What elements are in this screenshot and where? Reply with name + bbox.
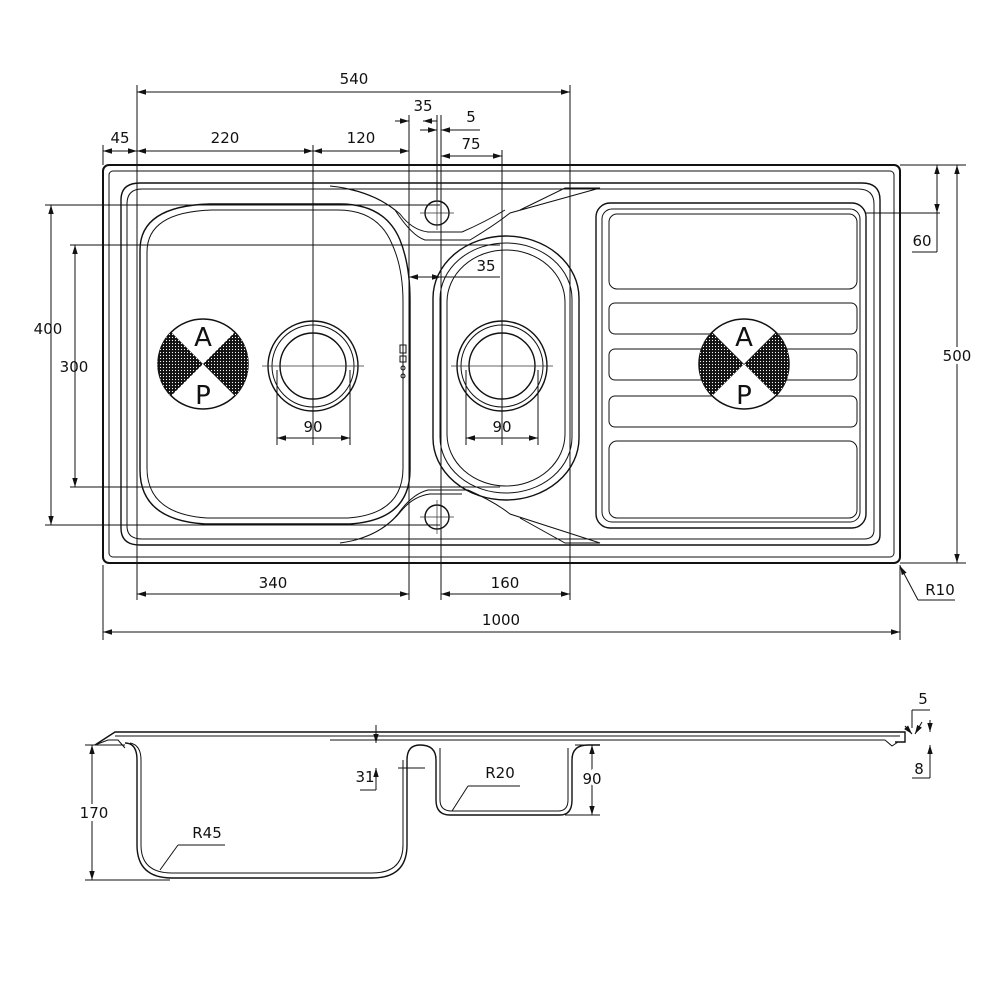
side-left-bowl bbox=[124, 742, 421, 879]
side-right-bowl-inner bbox=[439, 748, 569, 812]
dim-left-bowl-to-center: 220 bbox=[211, 129, 240, 147]
dim-right-bowl-radius: R20 bbox=[485, 764, 515, 782]
overflow-slot bbox=[399, 355, 407, 363]
side-rim-lip-right bbox=[884, 739, 899, 747]
side-right-bowl bbox=[419, 744, 600, 816]
dim-overall-height: 500 bbox=[943, 347, 972, 365]
top-view: A P A P bbox=[34, 70, 974, 640]
side-rim-lip bbox=[94, 739, 126, 749]
upper-rib-inner bbox=[347, 188, 506, 233]
right-bowl-basin bbox=[446, 249, 566, 487]
dim-rim-height: 8 bbox=[914, 760, 924, 778]
dim-right-bowl-depth: 90 bbox=[582, 770, 601, 788]
dim-left-bowl-depth: 170 bbox=[80, 804, 109, 822]
upper-rib bbox=[329, 185, 601, 241]
drainer-groove bbox=[608, 213, 858, 290]
ap-logo-letter-p: P bbox=[195, 381, 211, 411]
dim-overall-drain-width: 540 bbox=[340, 70, 369, 88]
dim-right-bowl-to-center: 75 bbox=[461, 135, 480, 153]
sink-rim bbox=[120, 182, 881, 546]
overflow-dot bbox=[400, 365, 406, 371]
ap-logo-right: A P bbox=[698, 318, 790, 411]
extension-lines bbox=[45, 85, 966, 640]
dim-overall-width: 1000 bbox=[482, 611, 520, 629]
ap-logo-letter-a: A bbox=[194, 323, 212, 353]
dim-left-center-to-edge: 120 bbox=[347, 129, 376, 147]
left-bowl-outline bbox=[139, 203, 411, 525]
ap-logo-letter-a: A bbox=[735, 323, 753, 353]
left-bowl-inner-outline bbox=[146, 209, 404, 519]
overflow-dot bbox=[400, 373, 406, 379]
dim-left-bowl-height: 400 bbox=[34, 320, 63, 338]
dimension-lines bbox=[48, 89, 960, 635]
ap-logo-left: A P bbox=[157, 318, 249, 411]
side-dimension-lines bbox=[85, 709, 933, 881]
right-bowl-outline bbox=[432, 235, 580, 501]
dim-edge-offset: 60 bbox=[912, 232, 931, 250]
sink-rim-inner bbox=[126, 188, 875, 540]
side-view: 170 R45 31 R20 90 5 8 bbox=[77, 690, 933, 881]
dim-left-bowl-radius: R45 bbox=[192, 824, 222, 842]
drainer-inner bbox=[601, 208, 861, 523]
dim-inner-gap: 35 bbox=[476, 257, 495, 275]
dim-right-bowl-width: 160 bbox=[491, 574, 520, 592]
dim-left-bowl-width: 340 bbox=[259, 574, 288, 592]
dim-tap-hole-offset: 35 bbox=[413, 97, 432, 115]
dim-step-depth: 31 bbox=[355, 768, 374, 786]
overflow-slot bbox=[399, 344, 407, 354]
drainer-outline bbox=[595, 202, 867, 529]
dim-corner-radius: R10 bbox=[925, 581, 955, 599]
dim-right-waste-diameter: 90 bbox=[492, 418, 511, 436]
dim-left-waste-diameter: 90 bbox=[303, 418, 322, 436]
dim-tap-hole-spacing: 5 bbox=[466, 108, 476, 126]
drainer-groove bbox=[608, 440, 858, 519]
ap-logo-letter-p: P bbox=[736, 381, 752, 411]
lower-rib-inner bbox=[354, 493, 462, 541]
side-left-bowl-inner bbox=[129, 742, 404, 874]
dim-left-margin: 45 bbox=[110, 129, 129, 147]
side-rim bbox=[94, 731, 906, 746]
lower-rib bbox=[339, 489, 601, 544]
dim-right-bowl-height: 300 bbox=[60, 358, 89, 376]
dim-rim-thickness: 5 bbox=[918, 690, 928, 708]
right-bowl-inner bbox=[439, 242, 573, 494]
